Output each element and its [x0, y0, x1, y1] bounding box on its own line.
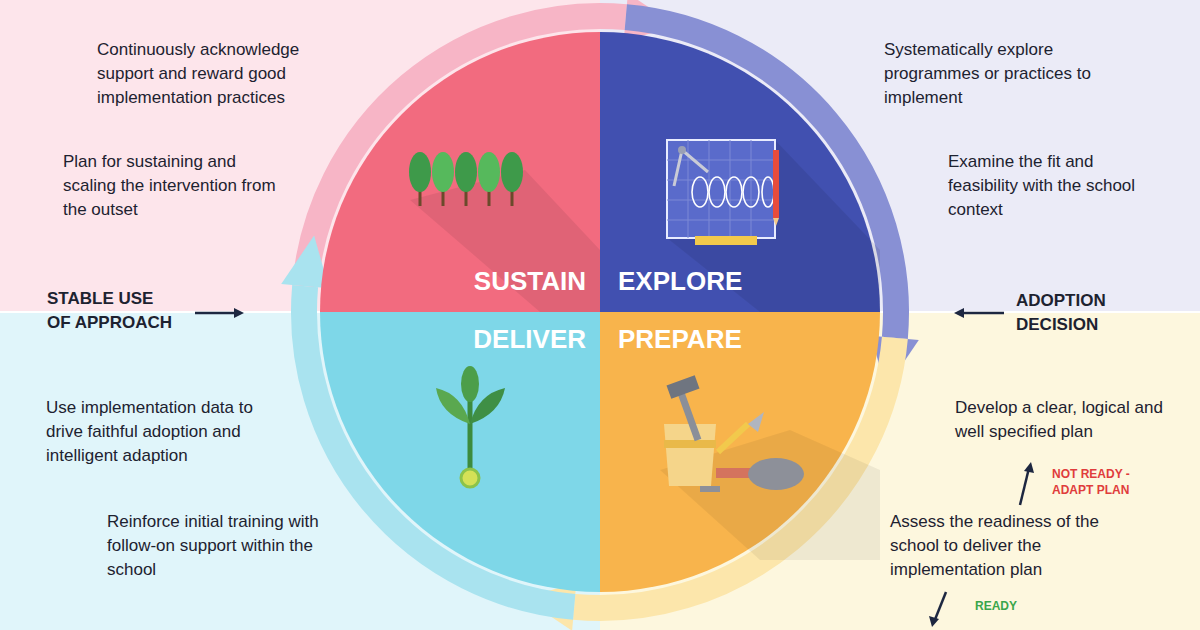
seedling-icon	[436, 366, 505, 487]
annotation-text: Plan for sustaining and scaling the inte…	[63, 150, 291, 222]
not-ready-arrow	[1020, 468, 1029, 505]
annotation-text: READY	[975, 598, 1035, 614]
annotation-text: Assess the readiness of the school to de…	[890, 510, 1104, 582]
phase-label: DELIVER	[473, 324, 586, 354]
phase-quadrant: DELIVER	[320, 312, 600, 592]
blueprint-icon	[667, 140, 880, 312]
annotation-text: ADOPTION DECISION	[1016, 289, 1128, 337]
ready-arrow	[934, 592, 946, 622]
tools-icon	[660, 375, 880, 560]
annotation-text: Systematically explore programmes or pra…	[884, 38, 1134, 110]
trees-icon	[409, 152, 600, 312]
annotation-text: Develop a clear, logical and well specif…	[955, 396, 1180, 444]
pointer-heads	[234, 308, 1034, 627]
annotation-text: NOT READY - ADAPT PLAN	[1052, 466, 1152, 498]
phase-label: SUSTAIN	[474, 266, 586, 296]
adoption-arrow	[960, 312, 1004, 315]
annotation-text: Continuously acknowledge support and rew…	[97, 38, 347, 110]
annotation-text: Reinforce initial training with follow-o…	[107, 510, 335, 582]
sustain-panel	[0, 0, 600, 311]
annotation-text: STABLE USE OF APPROACH	[47, 287, 179, 335]
annotation-text: Examine the fit and feasibility with the…	[948, 150, 1163, 222]
stable-use-arrow	[195, 312, 238, 315]
phase-label: EXPLORE	[618, 266, 742, 296]
phase-label: PREPARE	[618, 324, 742, 354]
annotation-text: Use implementation data to drive faithfu…	[46, 396, 268, 468]
